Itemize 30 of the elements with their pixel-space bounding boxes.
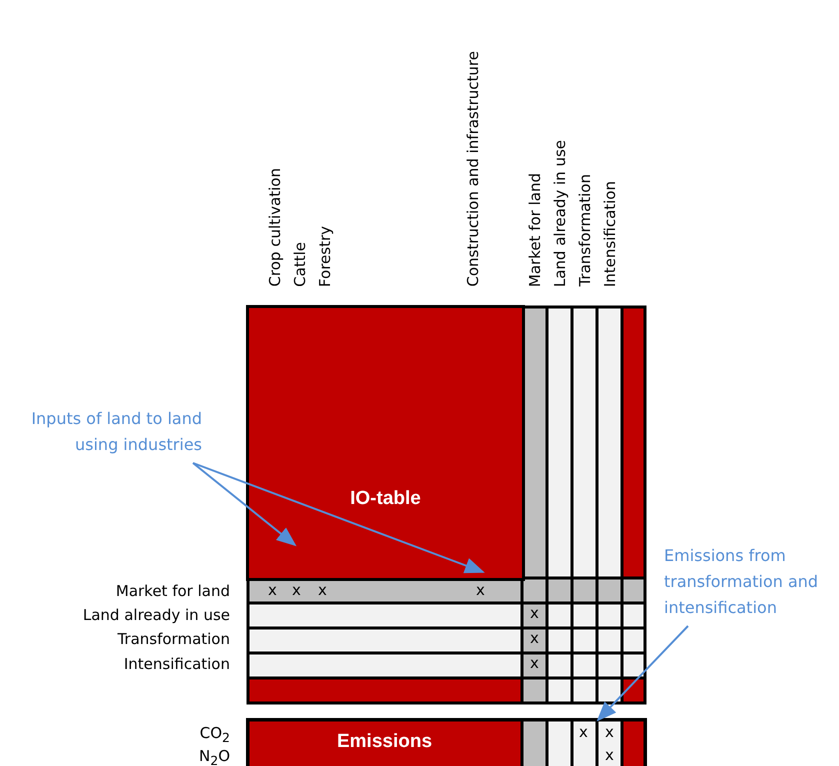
column-header: Forestry [316,226,334,287]
column-header: Intensification [601,180,619,287]
row-label: Land already in use [82,606,230,624]
column-header: Crop cultivation [266,168,284,287]
row-label: Market for land [116,582,230,600]
callout-text: Inputs of land to land using industries [8,406,202,458]
row-label: Transformation [117,630,230,648]
leader-arrow [192,462,297,546]
cross-mark: x [605,723,614,741]
column-header: Land already in use [551,140,569,287]
table-block: IO-table [246,305,525,581]
column-header: Transformation [576,174,594,287]
cross-mark: x [605,746,614,764]
cross-mark: x [530,604,539,622]
cross-mark: x [530,629,539,647]
leader-arrow [192,462,485,574]
cross-mark: x [579,723,588,741]
row-label: CO$_{2}$ [200,724,230,747]
cross-mark: x [268,581,277,599]
row-label: N$_{2}$O [199,747,230,766]
cross-mark: x [318,581,327,599]
column-header: Market for land [526,172,544,287]
leader-arrow [596,625,689,722]
callout-text: Emissions from transformation and intensification [664,543,839,621]
cross-mark: x [530,654,539,672]
column-header: Construction and infrastructure [464,51,482,287]
cross-mark: x [292,581,301,599]
cross-mark: x [476,581,485,599]
row-label: Intensification [124,655,230,673]
column-header: Cattle [291,242,309,287]
